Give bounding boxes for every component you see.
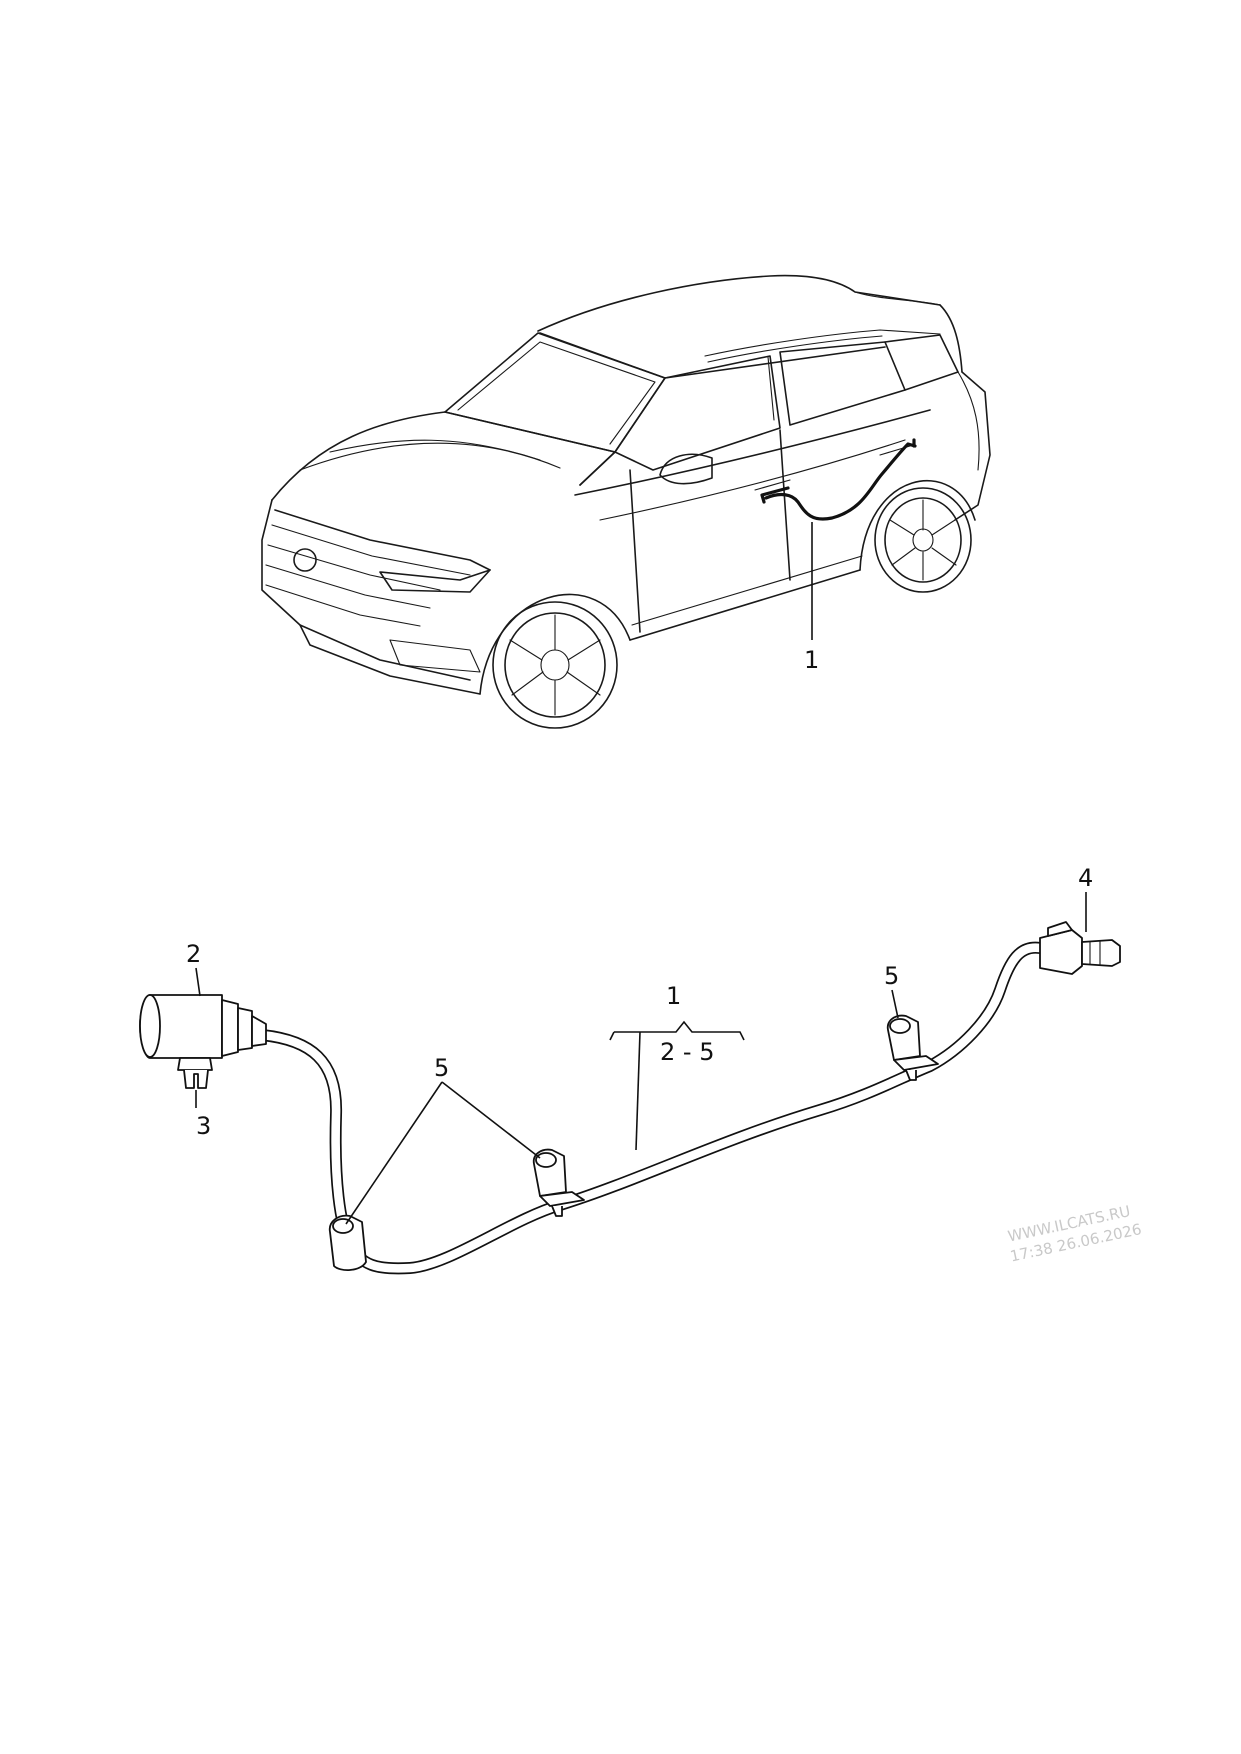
callout-holder-left: 5 (345, 1054, 541, 1225)
callout-sensor-label: 2 (186, 940, 201, 968)
holder-part-lower (328, 1214, 367, 1271)
callout-clip: 3 (195, 1090, 211, 1140)
callout-holder-right-label: 5 (884, 962, 899, 990)
car-harness-highlight (760, 438, 917, 521)
callout-sensor: 2 (186, 940, 201, 997)
holder-part-right (886, 1014, 939, 1081)
callout-assembly: 1 2 - 5 (609, 982, 745, 1151)
callout-assembly-range: 2 - 5 (660, 1038, 714, 1066)
suv-illustration (261, 274, 991, 729)
watermark: WWW.ILCATS.RU 17:38 26.06.2026 (1006, 1202, 1143, 1266)
wiring-harness-detail (256, 941, 1046, 1275)
callout-assembly-number: 1 (666, 982, 681, 1010)
holder-part-middle (532, 1148, 585, 1217)
callout-label: 1 (804, 646, 819, 674)
connector-part (1039, 921, 1121, 975)
callout-connector: 4 (1078, 864, 1093, 932)
callout-connector-label: 4 (1078, 864, 1093, 892)
sensor-part (139, 994, 267, 1089)
callout-clip-label: 3 (196, 1112, 211, 1140)
callout-holder-right: 5 (884, 962, 899, 1019)
callout-car-harness: 1 (804, 522, 819, 674)
callout-holder-left-label: 5 (434, 1054, 449, 1082)
